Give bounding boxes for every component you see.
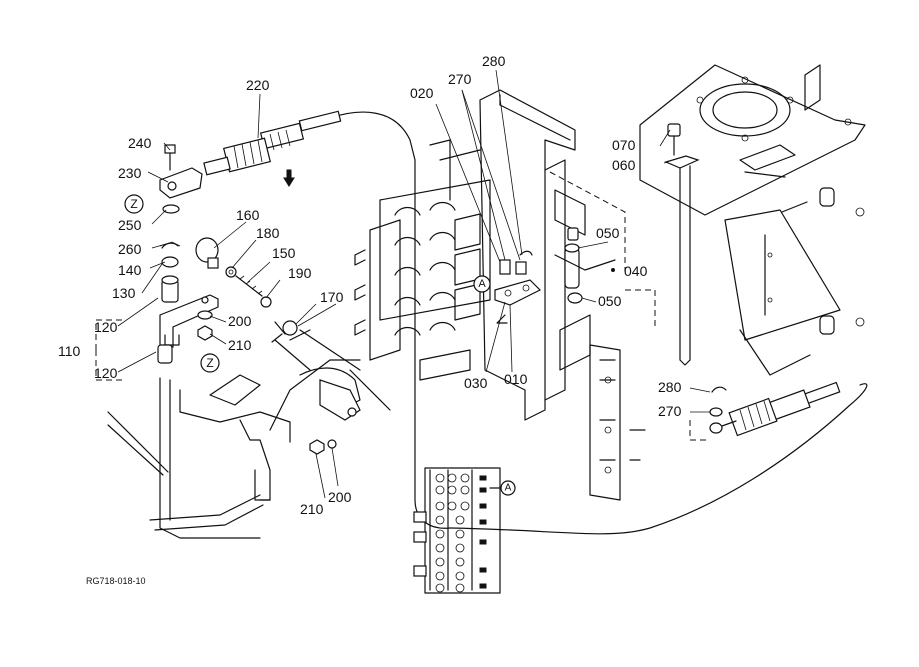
label-180: 180 — [256, 225, 280, 241]
callout-z-upper: Z — [124, 194, 144, 214]
callout-a-center: A — [473, 275, 491, 293]
label-230: 230 — [118, 165, 142, 181]
label-280-top: 280 — [482, 53, 506, 69]
label-110: 110 — [58, 343, 81, 359]
label-160: 160 — [236, 207, 260, 223]
link-assembly — [494, 227, 616, 324]
label-240: 240 — [128, 135, 152, 151]
label-060: 060 — [612, 157, 636, 173]
control-cable-lower — [709, 381, 841, 437]
label-200-bottom: 200 — [328, 489, 352, 505]
label-010: 010 — [504, 371, 528, 387]
label-050-lower: 050 — [598, 293, 622, 309]
reference-code: RG718-018-10 — [86, 576, 146, 586]
label-190: 190 — [288, 265, 312, 281]
inset-circles — [435, 473, 470, 593]
label-040: 040 — [624, 263, 648, 279]
label-140: 140 — [118, 262, 142, 278]
label-130: 130 — [112, 285, 136, 301]
label-220: 220 — [246, 77, 270, 93]
label-120-lower: 120 — [94, 365, 118, 381]
callout-a-inset-text: A — [505, 483, 512, 494]
label-210-left: 210 — [228, 337, 252, 353]
label-260: 260 — [118, 241, 142, 257]
label-050-upper: 050 — [596, 225, 620, 241]
dashed-leader-lines — [95, 171, 710, 441]
leader-lines — [117, 69, 711, 499]
label-280-right: 280 — [658, 379, 682, 395]
label-070: 070 — [612, 137, 636, 153]
label-120-upper: 120 — [94, 319, 118, 335]
housing-upper-right — [639, 64, 866, 417]
control-cable-upper — [203, 110, 868, 535]
callout-z-lower: Z — [200, 353, 220, 373]
callout-a-inset: A — [500, 480, 516, 496]
callout-z-upper-text: Z — [130, 197, 137, 211]
label-150: 150 — [272, 245, 296, 261]
label-170: 170 — [320, 289, 344, 305]
label-210-bottom: 210 — [300, 501, 324, 517]
rod-assembly — [195, 237, 337, 455]
label-270-right: 270 — [658, 403, 682, 419]
callout-a-center-text: A — [478, 278, 486, 290]
label-020: 020 — [410, 85, 434, 101]
part-labels: 220 240 230 250 260 140 130 120 110 120 … — [58, 53, 682, 517]
lever-assembly-left — [107, 144, 391, 539]
label-250: 250 — [118, 217, 142, 233]
control-valve-bank — [354, 139, 491, 381]
label-200-left: 200 — [228, 313, 252, 329]
callout-z-lower-text: Z — [206, 356, 213, 370]
label-270-top: 270 — [448, 71, 472, 87]
valve-inset-diagram — [413, 467, 507, 594]
label-030: 030 — [464, 375, 488, 391]
